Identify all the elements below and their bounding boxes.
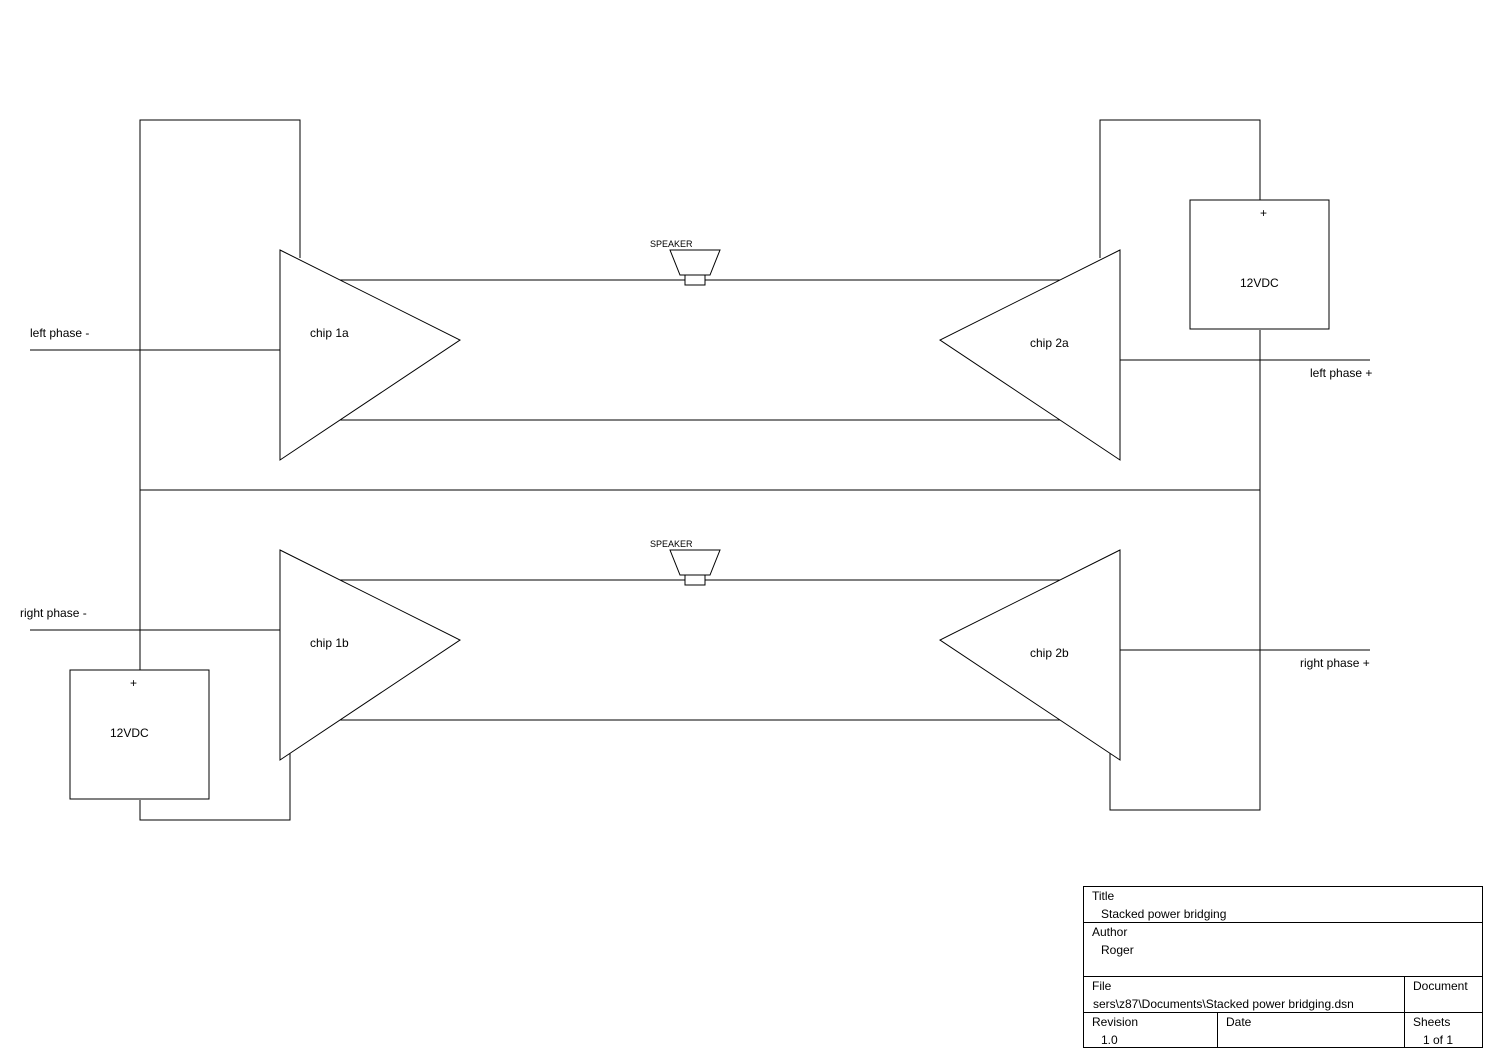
file-cell: File sers\z87\Documents\Stacked power br… [1084, 977, 1404, 1012]
document-cell: Document [1404, 977, 1483, 1012]
author-value: Roger [1101, 943, 1134, 957]
wire-left-top-loop [139, 119, 301, 670]
label-speaker-bottom: SPEAKER [650, 539, 693, 549]
amplifier-chip-2a [939, 249, 1121, 461]
revision-value: 1.0 [1101, 1033, 1118, 1047]
title-row: Title Stacked power bridging [1084, 887, 1482, 923]
label-left-phase-minus: left phase - [30, 326, 89, 340]
sheets-value: 1 of 1 [1423, 1033, 1454, 1047]
file-value: sers\z87\Documents\Stacked power bridgin… [1093, 997, 1354, 1011]
author-row: Author Roger [1084, 923, 1482, 977]
wire-left-bottom-loop [139, 750, 291, 821]
power-supply-top [1189, 199, 1330, 330]
speaker-cone [669, 249, 721, 276]
file-row: File sers\z87\Documents\Stacked power br… [1084, 977, 1482, 1013]
label-chip-1b: chip 1b [310, 636, 349, 650]
speaker-cone [669, 549, 721, 576]
sheets-label: Sheets [1413, 1015, 1451, 1029]
date-label: Date [1226, 1015, 1252, 1029]
amplifier-chip-1a [279, 249, 461, 461]
power-top-label: 12VDC [1240, 276, 1279, 290]
speaker-top [669, 249, 721, 286]
document-label: Document [1413, 979, 1468, 993]
author-label: Author [1092, 925, 1128, 939]
revision-label: Revision [1092, 1015, 1139, 1029]
title-label: Title [1092, 889, 1115, 903]
power-bottom-plus: + [130, 676, 137, 690]
revision-cell: Revision 1.0 [1084, 1013, 1217, 1048]
title-value: Stacked power bridging [1101, 907, 1227, 921]
power-supply-bottom [69, 669, 210, 800]
label-right-phase-plus: right phase + [1300, 656, 1370, 670]
label-right-phase-minus: right phase - [20, 606, 87, 620]
wire-right-top-loop [1099, 119, 1261, 258]
label-left-phase-plus: left phase + [1310, 366, 1372, 380]
label-chip-1a: chip 1a [310, 326, 349, 340]
speaker-icon [684, 274, 706, 286]
label-chip-2b: chip 2b [1030, 646, 1069, 660]
speaker-bottom [669, 549, 721, 586]
power-bottom-label: 12VDC [110, 726, 149, 740]
label-chip-2a: chip 2a [1030, 336, 1069, 350]
sheets-cell: Sheets 1 of 1 [1404, 1013, 1483, 1048]
label-speaker-top: SPEAKER [650, 239, 693, 249]
amplifier-chip-1b [279, 549, 461, 761]
revision-row: Revision 1.0 Date Sheets 1 of 1 [1084, 1013, 1482, 1048]
wire-right-rail [1109, 330, 1261, 811]
title-block: Title Stacked power bridging Author Roge… [1083, 886, 1483, 1048]
power-top-plus: + [1260, 206, 1267, 220]
date-cell: Date [1217, 1013, 1404, 1048]
amplifier-chip-2b [939, 549, 1121, 761]
file-label: File [1092, 979, 1112, 993]
speaker-icon [684, 574, 706, 586]
